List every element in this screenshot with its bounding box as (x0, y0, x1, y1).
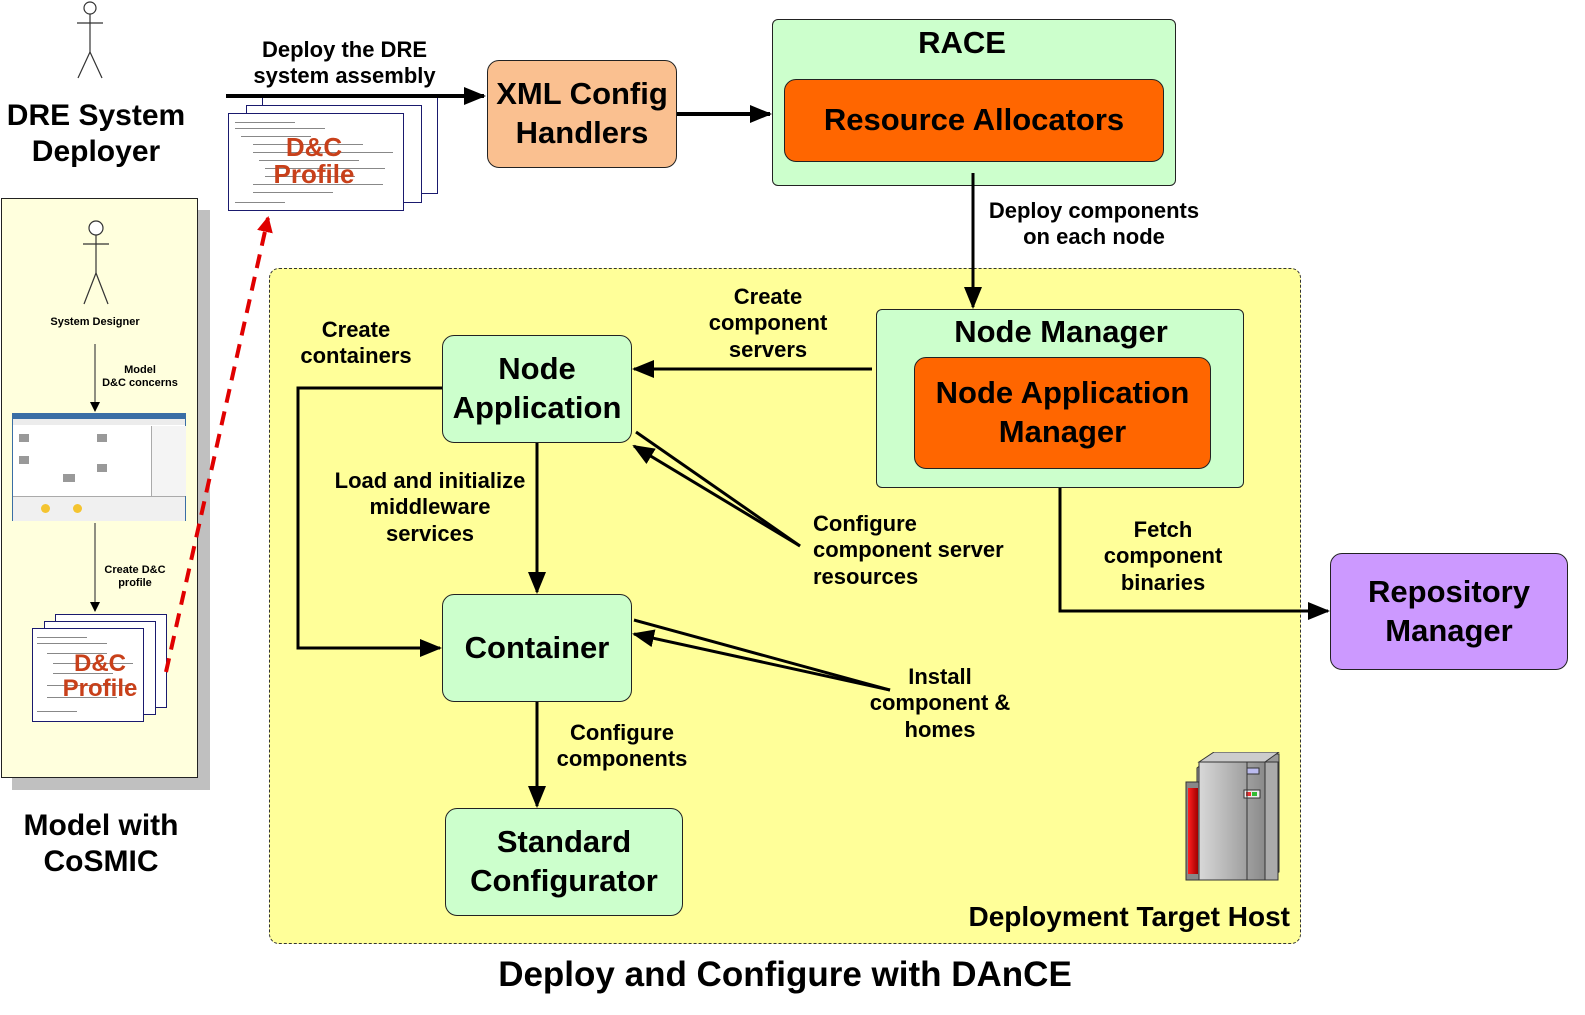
configure-components-label: Configure components (556, 720, 688, 772)
resource-allocators: Resource Allocators (784, 79, 1164, 162)
deploy-components-label: Deploy components on each node (988, 198, 1200, 250)
server-icon (1185, 752, 1280, 881)
repository-manager: Repository Manager (1330, 553, 1568, 670)
race-title: RACE (918, 25, 1006, 60)
arrow-configure-resources-a (635, 430, 801, 548)
system-designer-actor-icon (83, 220, 109, 305)
cosmic-caption: Model with CoSMIC (23, 809, 179, 878)
configure-server-resources-label: Configure component server resources (813, 511, 1004, 589)
arrow-fetch-binaries (1058, 488, 1330, 620)
fetch-binaries-label: Fetch component binaries (1103, 517, 1223, 595)
load-init-services-label: Load and initialize middleware services (334, 468, 526, 546)
profile-doc-front: D&C Profile (228, 113, 404, 211)
dc-profile-label: D&C Profile (273, 132, 355, 190)
install-components-label: Install component & homes (869, 664, 1011, 742)
deployer-label: DRE System Deployer (6, 99, 186, 168)
node-manager-title: Node Manager (954, 314, 1168, 349)
deploy-assembly-label: Deploy the DRE system assembly (253, 37, 436, 89)
system-designer-label: System Designer (50, 316, 140, 328)
standard-configurator: Standard Configurator (445, 808, 683, 916)
create-containers-label: Create containers (300, 317, 412, 369)
create-profile-label: Create D&C profile (104, 564, 166, 590)
cosmic-tool-screenshot (12, 413, 186, 521)
arrow-configure-resources-b (632, 444, 801, 548)
node-application-manager: Node Application Manager (914, 357, 1211, 469)
model-concerns-label: Model D&C concerns (102, 364, 178, 390)
cosmic-doc-front: D&C Profile (32, 628, 144, 722)
node-application: Node Application (442, 335, 632, 443)
cosmic-profile-label: D&C Profile (62, 650, 138, 703)
arrow-profile-export (164, 216, 273, 673)
arrow-install-components-b (632, 629, 891, 692)
footer-title: Deploy and Configure with DAnCE (498, 955, 1072, 994)
xml-config-handlers: XML Config Handlers (487, 60, 677, 168)
deployment-target-host-label: Deployment Target Host (968, 901, 1290, 932)
container: Container (442, 594, 632, 702)
deployer-actor-icon (77, 1, 103, 79)
arrow-install-components-a (633, 618, 891, 692)
arrow-create-containers (296, 386, 442, 657)
create-component-servers-label: Create component servers (708, 284, 828, 362)
